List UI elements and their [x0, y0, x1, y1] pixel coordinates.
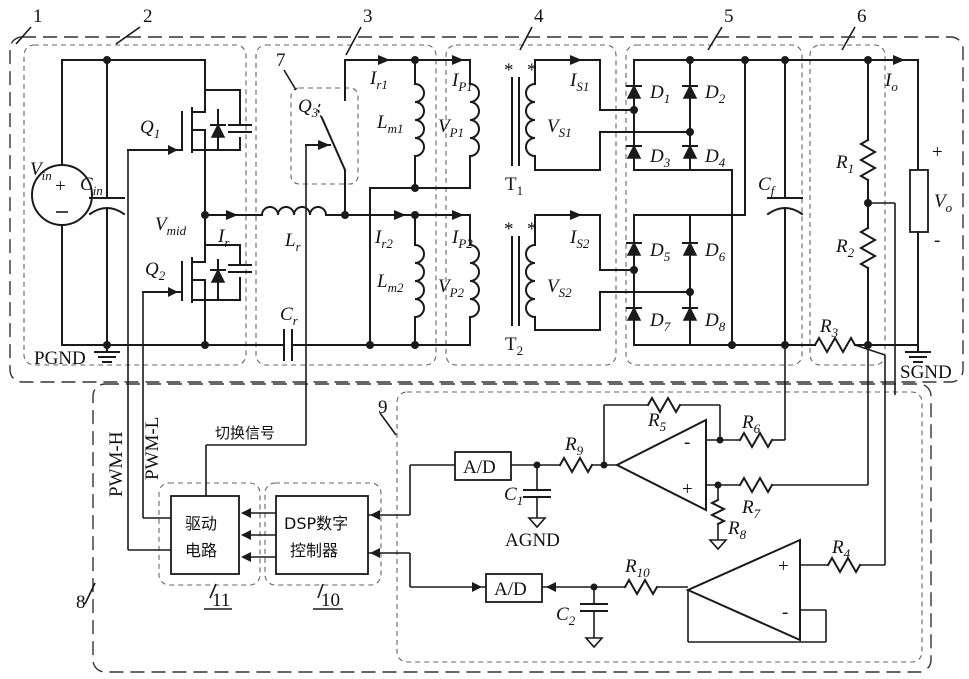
r2-resistor	[861, 228, 875, 268]
t1-label: T1	[505, 174, 523, 198]
dsp-label-line1: DSP数字	[284, 514, 348, 533]
r8-label: R8	[727, 518, 747, 542]
io-label: Io	[884, 70, 898, 94]
block-number-4: 4	[534, 6, 544, 27]
d1-label: D1	[649, 82, 670, 106]
block-number-10: 10	[321, 590, 340, 611]
lm1-inductor	[415, 84, 424, 156]
block-number-5: 5	[724, 6, 734, 27]
r8-resistor	[712, 500, 724, 524]
vo-plus: +	[932, 142, 943, 163]
lm2-inductor	[415, 245, 424, 317]
vs1-label: VS1	[547, 116, 572, 140]
block-number-2: 2	[143, 6, 153, 27]
pwm-h-label: PWM-H	[106, 431, 127, 497]
q2-label: Q2	[145, 259, 166, 283]
r1-label: R1	[835, 152, 854, 176]
c1-label: C1	[504, 484, 523, 508]
r3-resistor	[815, 338, 855, 352]
d8-label: D8	[704, 310, 726, 334]
block-number-7: 7	[276, 50, 286, 71]
svg-text:*: *	[504, 60, 514, 81]
block-number-11: 11	[212, 590, 230, 611]
r3-label: R3	[819, 316, 839, 340]
cr-label: Cr	[280, 304, 299, 328]
r2-label: R2	[835, 236, 855, 260]
block-input	[24, 45, 246, 365]
r1-resistor	[861, 140, 875, 180]
lm1-label: Lm1	[376, 112, 403, 136]
r10-label: R10	[624, 556, 650, 580]
r7-resistor	[740, 478, 772, 492]
driver-circuit-box	[171, 496, 239, 574]
q1-label: Q1	[140, 117, 160, 141]
block-number-9: 9	[378, 397, 388, 418]
lr-label: Lr	[284, 230, 302, 254]
svg-text:*: *	[527, 219, 537, 240]
opamp-2	[688, 540, 800, 640]
r9-resistor	[560, 458, 592, 472]
dsp-controller-box	[276, 496, 368, 574]
svg-text:-: -	[684, 432, 690, 453]
svg-text:+: +	[682, 479, 693, 500]
d2-label: D2	[704, 82, 726, 106]
is2-label: IS2	[569, 227, 590, 251]
ir1-label: Ir1	[369, 68, 388, 92]
sgnd-label: SGND	[900, 362, 952, 383]
d3-label: D3	[649, 146, 671, 170]
pwm-l-label: PWM-L	[142, 417, 163, 480]
lm2-label: Lm2	[376, 271, 404, 295]
vp1-label: VP1	[438, 116, 464, 140]
vo-label: Vo	[934, 191, 953, 215]
r10-resistor	[625, 580, 657, 594]
vin-label: Vin	[30, 159, 52, 183]
svg-text:+: +	[55, 176, 66, 197]
svg-text:-: -	[782, 602, 788, 623]
cin-label: Cin	[80, 174, 103, 198]
dsp-label-line2: 控制器	[290, 541, 338, 560]
switch-signal-label: 切换信号	[215, 424, 275, 442]
driver-label-line2: 电路	[185, 541, 217, 560]
agnd-label: AGND	[505, 530, 560, 551]
cf-label: Cf	[758, 174, 777, 198]
ad-label-2: A/D	[494, 579, 527, 600]
d6-label: D6	[704, 240, 726, 264]
block-number-3: 3	[363, 6, 373, 27]
d4-label: D4	[704, 146, 726, 170]
pgnd-label: PGND	[34, 348, 86, 369]
ad-label-1: A/D	[463, 457, 496, 478]
vo-minus: -	[934, 230, 940, 251]
r7-label: R7	[741, 497, 761, 521]
svg-text:+: +	[778, 556, 789, 577]
block-number-1: 1	[33, 6, 43, 27]
r5-label: R5	[647, 410, 667, 434]
vmid-label: Vmid	[155, 214, 187, 238]
r9-label: R9	[564, 434, 584, 458]
svg-text:*: *	[504, 219, 514, 240]
r4-label: R4	[831, 537, 851, 561]
block-number-8: 8	[76, 592, 86, 613]
lr-inductor	[262, 207, 326, 215]
ir2-label: Ir2	[374, 227, 393, 251]
d7-label: D7	[649, 310, 671, 334]
r6-label: R6	[741, 412, 761, 436]
q3-label: Q3	[298, 96, 319, 120]
svg-text:*: *	[527, 60, 537, 81]
driver-label-line1: 驱动	[185, 514, 217, 533]
block-number-6: 6	[857, 6, 867, 27]
vs2-label: VS2	[547, 276, 572, 300]
c2-label: C2	[556, 604, 576, 628]
is1-label: IS1	[569, 70, 589, 94]
ir-label: Ir	[217, 226, 230, 250]
t2-label: T2	[505, 334, 523, 358]
vo-load	[910, 170, 928, 232]
d5-label: D5	[649, 240, 671, 264]
vp2-label: VP2	[438, 276, 465, 300]
